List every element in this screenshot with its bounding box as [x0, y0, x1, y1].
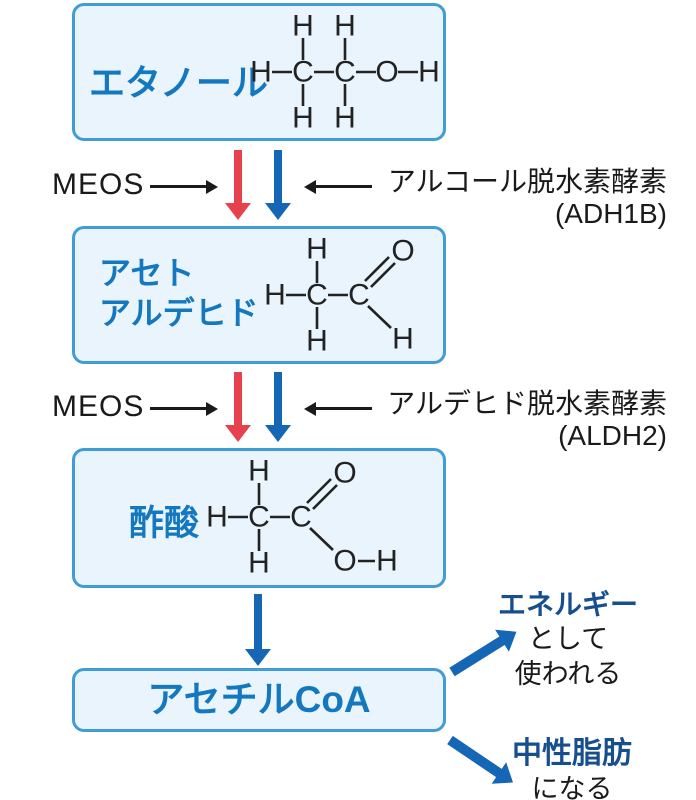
main-pathway-arrow-icon-3	[245, 594, 271, 666]
enzyme-name: アルデヒド脱水素酵素	[387, 388, 667, 419]
svg-text:H: H	[376, 545, 398, 578]
enzyme-left-arrow-icon-1	[304, 180, 372, 194]
arrow-head	[304, 180, 316, 194]
enzyme-gene: (ADH1B)	[554, 198, 667, 229]
acetaldehyde-label-line2: アルデヒド	[99, 295, 259, 331]
main-pathway-arrow-icon-2	[265, 372, 291, 442]
svg-text:O: O	[333, 545, 356, 578]
svg-text:O: O	[375, 56, 398, 89]
meos-label-1: MEOS	[52, 168, 145, 201]
enzyme-gene: (ALDH2)	[558, 420, 667, 451]
svg-text:H: H	[207, 501, 228, 534]
fat-title: 中性脂肪	[512, 737, 632, 770]
energy-line3: 使われる	[514, 659, 622, 689]
svg-text:H: H	[334, 102, 356, 133]
arrow-shaft	[254, 594, 262, 650]
arrow-shaft	[234, 150, 242, 204]
arrow-head	[225, 203, 251, 220]
energy-outcome: エネルギー として 使われる	[488, 588, 648, 692]
arrow-head	[206, 180, 218, 194]
acetaldehyde-label: アセト アルデヒド	[99, 253, 259, 333]
arrow-head	[265, 425, 291, 442]
svg-text:C: C	[306, 279, 328, 312]
acetaldehyde-label-line1: アセト	[99, 255, 195, 291]
enzyme-left-arrow-icon-2	[304, 402, 372, 416]
acetic-acid-label: 酢酸	[129, 504, 200, 543]
meos-pathway-arrow-icon-1	[225, 150, 251, 220]
svg-text:O: O	[333, 457, 356, 490]
arrow-head	[225, 425, 251, 442]
arrow-shaft	[150, 407, 207, 410]
energy-title: エネルギー	[497, 589, 638, 620]
arrow-shaft	[274, 372, 282, 426]
svg-text:H: H	[334, 12, 356, 43]
arrow-head	[206, 402, 218, 416]
acetyl-coa-box: アセチルCoA	[72, 668, 446, 732]
svg-text:H: H	[292, 102, 314, 133]
svg-text:C: C	[348, 279, 370, 312]
acetyl-coa-label: アセチルCoA	[147, 679, 371, 720]
fat-outcome: 中性脂肪 になる	[492, 736, 652, 800]
fat-line2: になる	[531, 774, 613, 800]
svg-text:C: C	[292, 56, 314, 89]
arrow-shaft	[150, 185, 207, 188]
arrow-head	[265, 203, 291, 220]
enzyme-label-1: アルコール脱水素酵素 (ADH1B)	[375, 166, 667, 230]
enzyme-name: アルコール脱水素酵素	[387, 166, 667, 197]
enzyme-label-2: アルデヒド脱水素酵素 (ALDH2)	[375, 388, 667, 452]
svg-text:H: H	[392, 323, 414, 356]
ethanol-label: エタノール	[89, 62, 268, 103]
svg-text:H: H	[292, 12, 314, 43]
main-pathway-arrow-icon-1	[265, 150, 291, 220]
svg-text:H: H	[418, 56, 440, 89]
svg-text:C: C	[248, 501, 270, 534]
meos-pathway-arrow-icon-2	[225, 372, 251, 442]
energy-line2: として	[527, 624, 609, 654]
meos-right-arrow-icon-1	[150, 180, 218, 194]
svg-text:H: H	[251, 56, 272, 89]
svg-text:C: C	[290, 501, 312, 534]
arrow-shaft	[315, 185, 372, 188]
svg-text:H: H	[306, 325, 328, 358]
arrow-shaft	[315, 407, 372, 410]
svg-text:H: H	[248, 547, 270, 580]
svg-text:O: O	[391, 235, 414, 268]
meos-label-2: MEOS	[52, 390, 145, 423]
svg-text:C: C	[334, 56, 356, 89]
svg-text:H: H	[306, 233, 328, 266]
svg-text:H: H	[265, 279, 286, 312]
meos-right-arrow-icon-2	[150, 402, 218, 416]
svg-text:H: H	[248, 455, 270, 488]
arrow-shaft	[274, 150, 282, 204]
arrow-shaft	[234, 372, 242, 426]
arrow-head	[245, 649, 271, 666]
arrow-head	[304, 402, 316, 416]
